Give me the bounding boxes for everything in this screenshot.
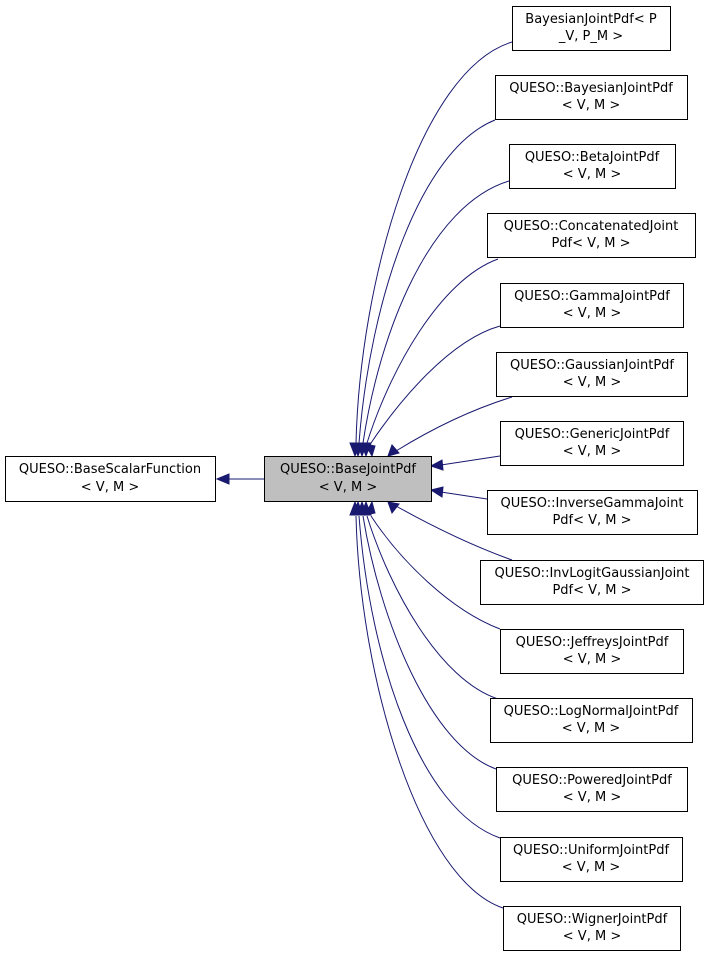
arrowhead-bottom-6 bbox=[349, 500, 361, 516]
edge-inv-logit-gaussian-joint-pdf bbox=[395, 505, 513, 561]
edge-bayesian-joint-pdf-pv-pm bbox=[355, 41, 513, 444]
edge-inverse-gamma-joint-pdf bbox=[440, 491, 488, 500]
node-beta-joint-pdf-line1: QUESO::BetaJointPdf bbox=[525, 150, 660, 165]
node-uniform-joint-pdf-line1: QUESO::UniformJointPdf bbox=[513, 843, 669, 858]
node-log-normal-joint-pdf[interactable]: QUESO::LogNormalJointPdf < V, M > bbox=[490, 698, 693, 743]
edge-gaussian-joint-pdf bbox=[395, 396, 513, 452]
node-generic-joint-pdf[interactable]: QUESO::GenericJointPdf < V, M > bbox=[500, 421, 684, 466]
node-bayesian-joint-pdf-line2: < V, M > bbox=[562, 98, 620, 113]
edge-gamma-joint-pdf bbox=[370, 325, 501, 444]
node-bayesian-joint-pdf-pv-pm[interactable]: BayesianJointPdf< P _V, P_M > bbox=[512, 6, 671, 51]
node-inverse-gamma-joint-pdf-line2: Pdf< V, M > bbox=[552, 513, 631, 528]
arrowhead-bottom-1 bbox=[387, 501, 400, 515]
node-base-scalar-function-line2: < V, M > bbox=[81, 480, 139, 495]
edge-generic-joint-pdf bbox=[440, 455, 501, 466]
node-bayesian-joint-pdf-pv-pm-line1: BayesianJointPdf< P bbox=[525, 12, 657, 27]
node-base-joint-pdf[interactable]: QUESO::BaseJointPdf < V, M > bbox=[264, 456, 432, 502]
node-log-normal-joint-pdf-line2: < V, M > bbox=[562, 721, 620, 736]
edge-log-normal-joint-pdf bbox=[366, 515, 499, 700]
node-gaussian-joint-pdf[interactable]: QUESO::GaussianJointPdf < V, M > bbox=[496, 352, 688, 397]
arrowhead-right-2 bbox=[429, 486, 444, 498]
node-concatenated-joint-pdf-line2: Pdf< V, M > bbox=[551, 236, 630, 251]
node-beta-joint-pdf[interactable]: QUESO::BetaJointPdf < V, M > bbox=[509, 144, 676, 189]
edge-beta-joint-pdf bbox=[362, 180, 510, 444]
edge-uniform-joint-pdf bbox=[358, 515, 501, 839]
arrowhead-top-6 bbox=[387, 444, 400, 457]
edge-bayesian-joint-pdf bbox=[358, 119, 496, 444]
node-gaussian-joint-pdf-line2: < V, M > bbox=[563, 375, 621, 390]
node-base-scalar-function-line1: QUESO::BaseScalarFunction bbox=[19, 462, 201, 477]
node-inverse-gamma-joint-pdf[interactable]: QUESO::InverseGammaJoint Pdf< V, M > bbox=[487, 490, 698, 535]
node-inv-logit-gaussian-joint-pdf[interactable]: QUESO::InvLogitGaussianJoint Pdf< V, M > bbox=[480, 560, 704, 605]
node-jeffreys-joint-pdf[interactable]: QUESO::JeffreysJointPdf < V, M > bbox=[500, 629, 684, 674]
node-gamma-joint-pdf-line1: QUESO::GammaJointPdf bbox=[514, 289, 670, 304]
arrowhead-base-scalar-function bbox=[215, 473, 230, 485]
node-inv-logit-gaussian-joint-pdf-line1: QUESO::InvLogitGaussianJoint bbox=[494, 566, 689, 581]
node-wigner-joint-pdf-line1: QUESO::WignerJointPdf bbox=[517, 912, 668, 927]
node-base-scalar-function[interactable]: QUESO::BaseScalarFunction < V, M > bbox=[5, 456, 216, 502]
node-inverse-gamma-joint-pdf-line1: QUESO::InverseGammaJoint bbox=[501, 496, 684, 511]
arrowhead-right-1 bbox=[429, 459, 444, 471]
node-wigner-joint-pdf-line2: < V, M > bbox=[563, 929, 621, 944]
node-bayesian-joint-pdf[interactable]: QUESO::BayesianJointPdf < V, M > bbox=[495, 75, 688, 120]
arrowhead-top-5 bbox=[364, 443, 376, 458]
node-uniform-joint-pdf-line2: < V, M > bbox=[562, 860, 620, 875]
node-generic-joint-pdf-line2: < V, M > bbox=[563, 444, 621, 459]
node-powered-joint-pdf-line2: < V, M > bbox=[563, 790, 621, 805]
node-base-joint-pdf-line2: < V, M > bbox=[319, 480, 377, 495]
node-powered-joint-pdf-line1: QUESO::PoweredJointPdf bbox=[512, 773, 672, 788]
node-inv-logit-gaussian-joint-pdf-line2: Pdf< V, M > bbox=[552, 583, 631, 598]
node-uniform-joint-pdf[interactable]: QUESO::UniformJointPdf < V, M > bbox=[500, 837, 683, 882]
node-bayesian-joint-pdf-line1: QUESO::BayesianJointPdf bbox=[509, 81, 673, 96]
node-jeffreys-joint-pdf-line1: QUESO::JeffreysJointPdf bbox=[516, 635, 669, 650]
edge-powered-joint-pdf bbox=[362, 515, 497, 770]
node-powered-joint-pdf[interactable]: QUESO::PoweredJointPdf < V, M > bbox=[496, 767, 688, 812]
node-gamma-joint-pdf[interactable]: QUESO::GammaJointPdf < V, M > bbox=[500, 283, 684, 328]
node-generic-joint-pdf-line1: QUESO::GenericJointPdf bbox=[515, 427, 670, 442]
node-log-normal-joint-pdf-line1: QUESO::LogNormalJointPdf bbox=[504, 704, 679, 719]
node-wigner-joint-pdf[interactable]: QUESO::WignerJointPdf < V, M > bbox=[503, 906, 681, 951]
node-concatenated-joint-pdf[interactable]: QUESO::ConcatenatedJoint Pdf< V, M > bbox=[487, 213, 696, 258]
edge-wigner-joint-pdf bbox=[355, 515, 504, 909]
node-gaussian-joint-pdf-line1: QUESO::GaussianJointPdf bbox=[510, 358, 674, 373]
edge-concatenated-joint-pdf bbox=[366, 258, 499, 444]
node-beta-joint-pdf-line2: < V, M > bbox=[563, 167, 621, 182]
node-bayesian-joint-pdf-pv-pm-line2: _V, P_M > bbox=[558, 29, 623, 44]
node-gamma-joint-pdf-line2: < V, M > bbox=[563, 306, 621, 321]
node-base-joint-pdf-line1: QUESO::BaseJointPdf bbox=[280, 462, 416, 477]
node-jeffreys-joint-pdf-line2: < V, M > bbox=[563, 652, 621, 667]
inheritance-edges bbox=[215, 41, 513, 909]
edge-jeffreys-joint-pdf bbox=[370, 515, 501, 630]
node-concatenated-joint-pdf-line1: QUESO::ConcatenatedJoint bbox=[504, 219, 679, 234]
